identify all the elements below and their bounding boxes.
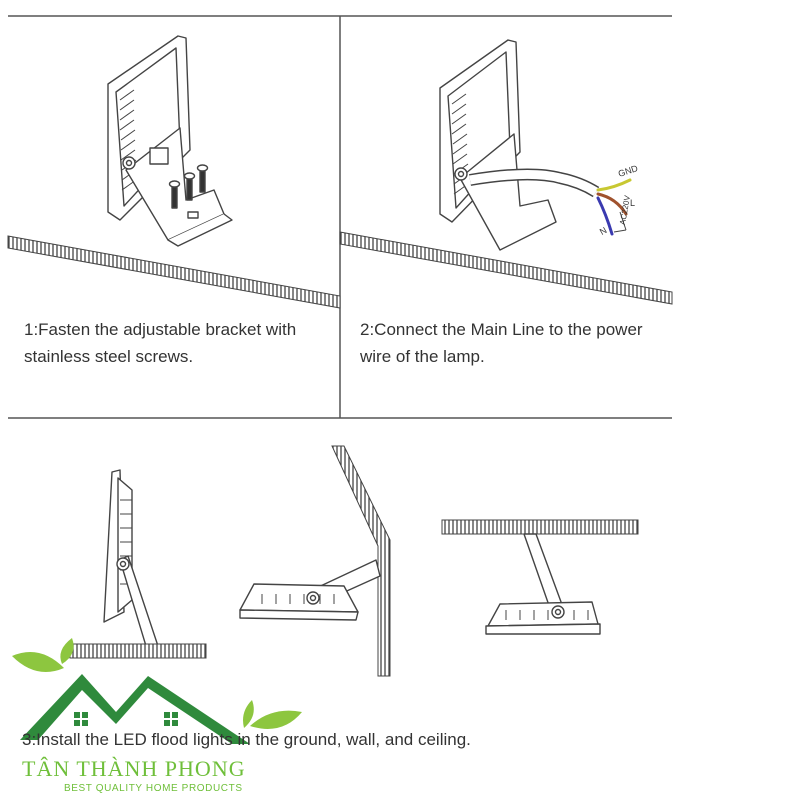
- step-1-caption: 1:Fasten the adjustable bracket with sta…: [24, 320, 297, 366]
- wires: [596, 178, 632, 236]
- ceiling-hatch: [441, 519, 639, 535]
- panel-grid: [8, 15, 672, 419]
- panel-1-lamp-bracket: [107, 35, 233, 247]
- ground-hatch-1: [7, 235, 341, 309]
- step-2-caption: 2:Connect the Main Line to the power wir…: [360, 320, 643, 366]
- live-wire: [596, 192, 628, 216]
- neutral-wire: [596, 196, 614, 236]
- roof-icon: [20, 674, 250, 744]
- ground-hatch-3: [69, 643, 207, 659]
- ground-mount: [103, 469, 159, 647]
- leaf-icon: [250, 710, 302, 729]
- leaf-icon: [60, 638, 74, 664]
- gnd-wire: [596, 178, 632, 192]
- leaf-icon: [12, 652, 64, 672]
- screws: [168, 164, 209, 209]
- brand-logo: [12, 638, 302, 744]
- step-3-caption: 3:Install the LED flood lights in the gr…: [22, 730, 471, 749]
- wall-mount: [239, 559, 381, 621]
- brand-tagline: BEST QUALITY HOME PRODUCTS: [64, 783, 243, 794]
- leaf-icon: [243, 700, 254, 728]
- brand-name: TÂN THÀNH PHONG: [22, 756, 246, 781]
- wall-hatch: [331, 445, 391, 677]
- window-icon: [74, 712, 178, 726]
- ground-hatch-2: [339, 231, 673, 305]
- ceiling-mount: [485, 533, 601, 635]
- panel-2-lamp-wiring: [439, 39, 600, 251]
- live-label: L: [630, 198, 636, 208]
